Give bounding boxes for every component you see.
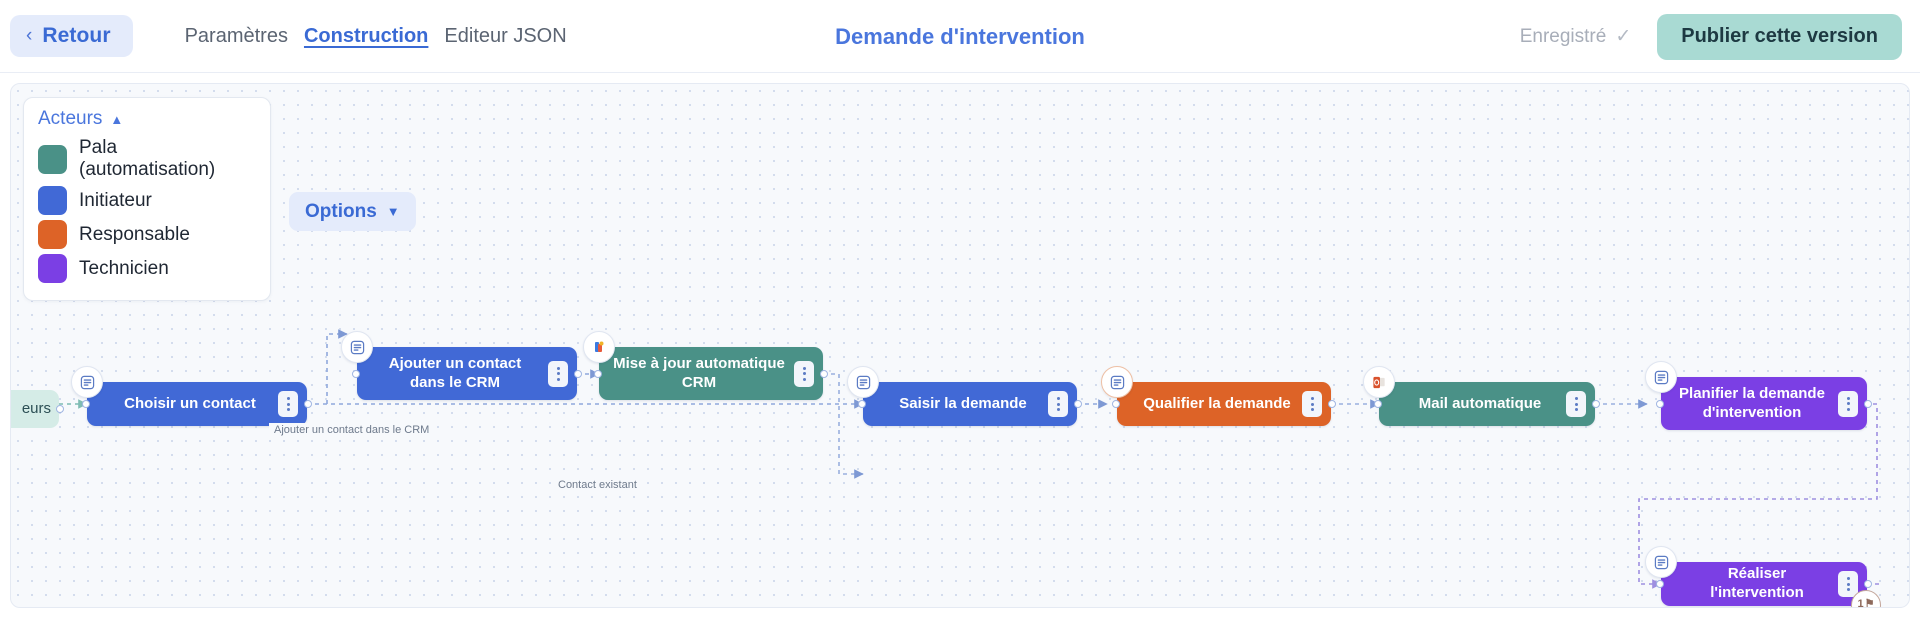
- node-port-right[interactable]: [574, 369, 582, 378]
- node-menu-button[interactable]: [548, 360, 568, 387]
- flag-icon: ⚑: [1864, 598, 1875, 608]
- node-menu-button[interactable]: [1838, 571, 1858, 597]
- outlook-icon: [1363, 366, 1395, 398]
- node-label: Ajouter un contact dans le CRM: [388, 354, 522, 391]
- saved-status: Enregistré ✓: [1520, 25, 1632, 48]
- node-mise-a-jour-automatique-crm[interactable]: Mise à jour automatique CRM: [583, 331, 828, 400]
- document-icon: [1645, 546, 1677, 578]
- node-port-right[interactable]: [1074, 400, 1082, 408]
- document-icon: [341, 331, 373, 363]
- edge-label-contact-existant: Contact existant: [553, 478, 642, 492]
- document-icon-glyph: [350, 340, 364, 354]
- node-port-right[interactable]: [56, 405, 64, 413]
- node-menu-button[interactable]: [794, 360, 814, 387]
- node-saisir-la-demande[interactable]: Saisir la demande: [847, 366, 1082, 426]
- node-port-right[interactable]: [1864, 580, 1872, 588]
- document-icon: [1101, 366, 1133, 398]
- node-menu-button[interactable]: [1302, 391, 1322, 417]
- node-acteurs-clip[interactable]: eurs: [11, 390, 64, 428]
- legend-swatch-pala: [38, 144, 67, 174]
- node-menu-button[interactable]: [278, 391, 298, 417]
- flag-badge-count: 1: [1857, 598, 1864, 608]
- legend-panel[interactable]: Acteurs ▲ Pala (automatisation) Initiate…: [23, 97, 271, 301]
- legend-item-pala[interactable]: Pala (automatisation): [38, 137, 256, 181]
- node-port-right[interactable]: [1864, 399, 1872, 408]
- node-port-right[interactable]: [304, 400, 312, 408]
- node-qualifier-la-demande[interactable]: Qualifier la demande: [1101, 366, 1336, 426]
- node-mail-automatique[interactable]: Mail automatique: [1363, 366, 1600, 426]
- node-label: Réaliser l'intervention: [1710, 565, 1804, 601]
- legend-swatch-technicien: [38, 254, 67, 283]
- back-button[interactable]: ‹ Retour: [10, 15, 133, 57]
- node-choisir-un-contact[interactable]: Choisir un contact: [71, 366, 312, 426]
- tab-parametres[interactable]: Paramètres: [184, 24, 288, 47]
- node-menu-button[interactable]: [1566, 391, 1586, 417]
- node-port-right[interactable]: [1328, 400, 1336, 408]
- document-icon: [847, 366, 879, 398]
- node-realiser-lintervention[interactable]: Réaliser l'intervention 1 ⚑: [1645, 546, 1881, 607]
- document-icon-glyph: [856, 375, 870, 389]
- tab-construction[interactable]: Construction: [303, 24, 429, 47]
- app-icon-glyph: [595, 341, 604, 352]
- document-icon-glyph: [1110, 375, 1124, 389]
- document-icon: [71, 366, 103, 398]
- node-menu-button[interactable]: [1838, 390, 1858, 417]
- document-icon-glyph: [80, 375, 94, 389]
- node-port-left[interactable]: [82, 400, 90, 408]
- legend-item-initiateur[interactable]: Initiateur: [38, 186, 256, 215]
- legend-item-technicien[interactable]: Technicien: [38, 254, 256, 283]
- document-icon-glyph: [1654, 370, 1668, 384]
- nav-tabs: Paramètres Construction Editeur JSON: [185, 25, 567, 48]
- legend-title: Acteurs: [38, 108, 103, 129]
- node-port-left[interactable]: [1112, 400, 1120, 408]
- node-ajouter-un-contact-dans-le-crm[interactable]: Ajouter un contact dans le CRM: [341, 331, 582, 400]
- chevron-down-icon: ▼: [386, 204, 400, 219]
- flow-canvas[interactable]: Acteurs ▲ Pala (automatisation) Initiate…: [10, 83, 1910, 608]
- node-port-left[interactable]: [1374, 400, 1382, 408]
- node-port-left[interactable]: [858, 400, 866, 408]
- legend-label-technicien: Technicien: [79, 257, 169, 279]
- node-port-right[interactable]: [1592, 400, 1600, 408]
- document-icon: [1645, 361, 1677, 393]
- node-label: Qualifier la demande: [1143, 394, 1291, 412]
- legend-label-initiateur: Initiateur: [79, 189, 152, 211]
- legend-label-pala: Pala (automatisation): [79, 137, 216, 180]
- header-actions: Enregistré ✓ Publier cette version: [1520, 0, 1902, 73]
- saved-status-label: Enregistré: [1519, 25, 1607, 47]
- node-port-left[interactable]: [352, 369, 360, 378]
- legend-label-responsable: Responsable: [79, 223, 190, 245]
- back-button-label: Retour: [42, 24, 111, 47]
- legend-swatch-responsable: [38, 220, 67, 249]
- node-port-left[interactable]: [1656, 399, 1664, 408]
- node-label: Choisir un contact: [124, 394, 256, 412]
- options-button-label: Options: [305, 200, 377, 222]
- legend-swatch-initiateur: [38, 186, 67, 215]
- node-port-left[interactable]: [1656, 580, 1664, 588]
- flag-badge[interactable]: 1 ⚑: [1851, 590, 1881, 608]
- options-button[interactable]: Options ▼: [289, 192, 416, 231]
- tab-editeur-json[interactable]: Editeur JSON: [444, 24, 567, 47]
- node-menu-button[interactable]: [1048, 391, 1068, 417]
- edge-label-ajouter-un-contact-dans-le-crm: Ajouter un contact dans le CRM: [269, 423, 435, 437]
- chevron-up-icon[interactable]: ▲: [110, 111, 124, 127]
- legend-item-responsable[interactable]: Responsable: [38, 220, 256, 249]
- node-port-right[interactable]: [820, 369, 828, 378]
- node-port-left[interactable]: [594, 369, 602, 378]
- app-header: ‹ Retour Paramètres Construction Editeur…: [0, 0, 1920, 73]
- publish-version-button[interactable]: Publier cette version: [1657, 13, 1902, 60]
- flow-edges: [59, 329, 1883, 589]
- node-label: eurs: [21, 399, 51, 417]
- node-label: Mise à jour automatique CRM: [613, 354, 785, 391]
- node-label: Planifier la demande d'intervention: [1679, 384, 1825, 421]
- chevron-left-icon: ‹: [26, 24, 33, 46]
- legend-header[interactable]: Acteurs ▲: [38, 108, 256, 130]
- outlook-icon-glyph: [1372, 376, 1385, 388]
- node-label: Mail automatique: [1418, 394, 1542, 412]
- document-icon-glyph: [1654, 555, 1668, 569]
- node-planifier-la-demande-dintervention[interactable]: Planifier la demande d'intervention: [1645, 361, 1872, 430]
- check-icon: ✓: [1615, 26, 1632, 47]
- app-icon: [583, 331, 615, 363]
- node-label: Saisir la demande: [899, 394, 1027, 412]
